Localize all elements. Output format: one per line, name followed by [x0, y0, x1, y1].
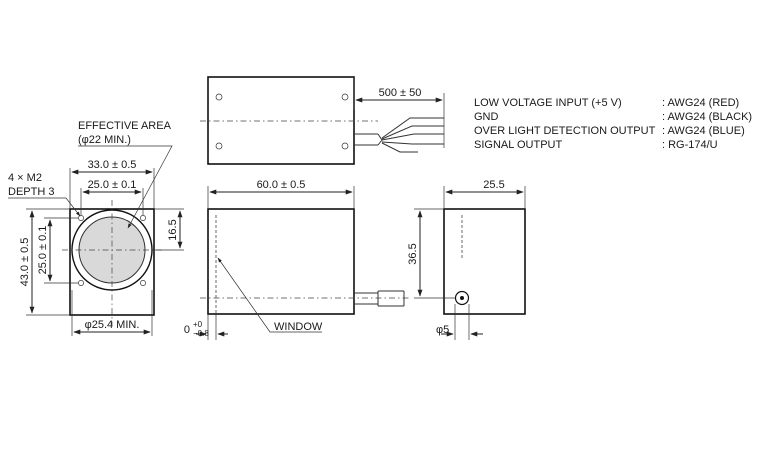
legend-name: SIGNAL OUTPUT [474, 139, 562, 151]
side-length-label: 60.0 ± 0.5 [257, 179, 306, 191]
cable-length-label: 500 ± 50 [379, 87, 422, 99]
screw-hole [140, 215, 146, 221]
front-width-label: 33.0 ± 0.5 [88, 159, 137, 171]
screw-hole [341, 93, 349, 101]
window-offset-label: 16.5 [167, 219, 179, 240]
screw-hole [341, 142, 349, 150]
window-label: WINDOW [274, 321, 323, 333]
window-leader [217, 257, 322, 333]
connector-center [460, 296, 464, 300]
window-position-label: 0 [184, 324, 190, 336]
window-position-tol-minus: −0.8 [193, 329, 209, 338]
rear-width-label: 25.5 [483, 179, 504, 191]
hole-pitch-y-label: 25.0 ± 0.1 [37, 226, 49, 275]
legend-name: GND [474, 111, 499, 123]
hole-pitch-x-label: 25.0 ± 0.1 [88, 179, 137, 191]
rear-view: 25.5 36.5 φ5 [407, 179, 526, 340]
screw-hole [140, 280, 146, 286]
side-view-body [207, 208, 355, 315]
connector-diameter-label: φ5 [436, 324, 449, 336]
legend-value: : AWG24 (BLACK) [662, 111, 752, 123]
holes-depth: DEPTH 3 [8, 186, 54, 198]
front-view: EFFECTIVE AREA (φ22 MIN.) 4 × M2 DEPTH 3… [8, 120, 184, 336]
effective-area-label: EFFECTIVE AREA [78, 120, 172, 132]
effective-area-value: (φ22 MIN.) [78, 134, 131, 146]
side-view: 60.0 ± 0.5 0 +0 −0.8 WINDOW [184, 179, 410, 340]
legend-value: : AWG24 (RED) [662, 97, 739, 109]
wire-legend: LOW VOLTAGE INPUT (+5 V) : AWG24 (RED) G… [474, 97, 752, 151]
holes-label: 4 × M2 [8, 172, 42, 184]
front-height-label: 43.0 ± 0.5 [19, 238, 31, 287]
holes-leader [8, 197, 81, 217]
legend-value: : AWG24 (BLUE) [662, 125, 745, 137]
screw-hole [78, 280, 84, 286]
screw-hole [78, 215, 84, 221]
top-view-body [207, 76, 355, 165]
legend-name: OVER LIGHT DETECTION OUTPUT [474, 125, 656, 137]
window-position-tol-plus: +0 [193, 320, 203, 329]
screw-hole [215, 93, 223, 101]
legend-name: LOW VOLTAGE INPUT (+5 V) [474, 97, 622, 109]
rear-height-label: 36.5 [407, 243, 419, 264]
top-view: 500 ± 50 [200, 76, 445, 165]
legend-value: : RG-174/U [662, 139, 718, 151]
window-diameter-label: φ25.4 MIN. [85, 319, 140, 331]
side-cable [354, 290, 405, 307]
screw-hole [215, 142, 223, 150]
cable-bundle [354, 114, 445, 153]
